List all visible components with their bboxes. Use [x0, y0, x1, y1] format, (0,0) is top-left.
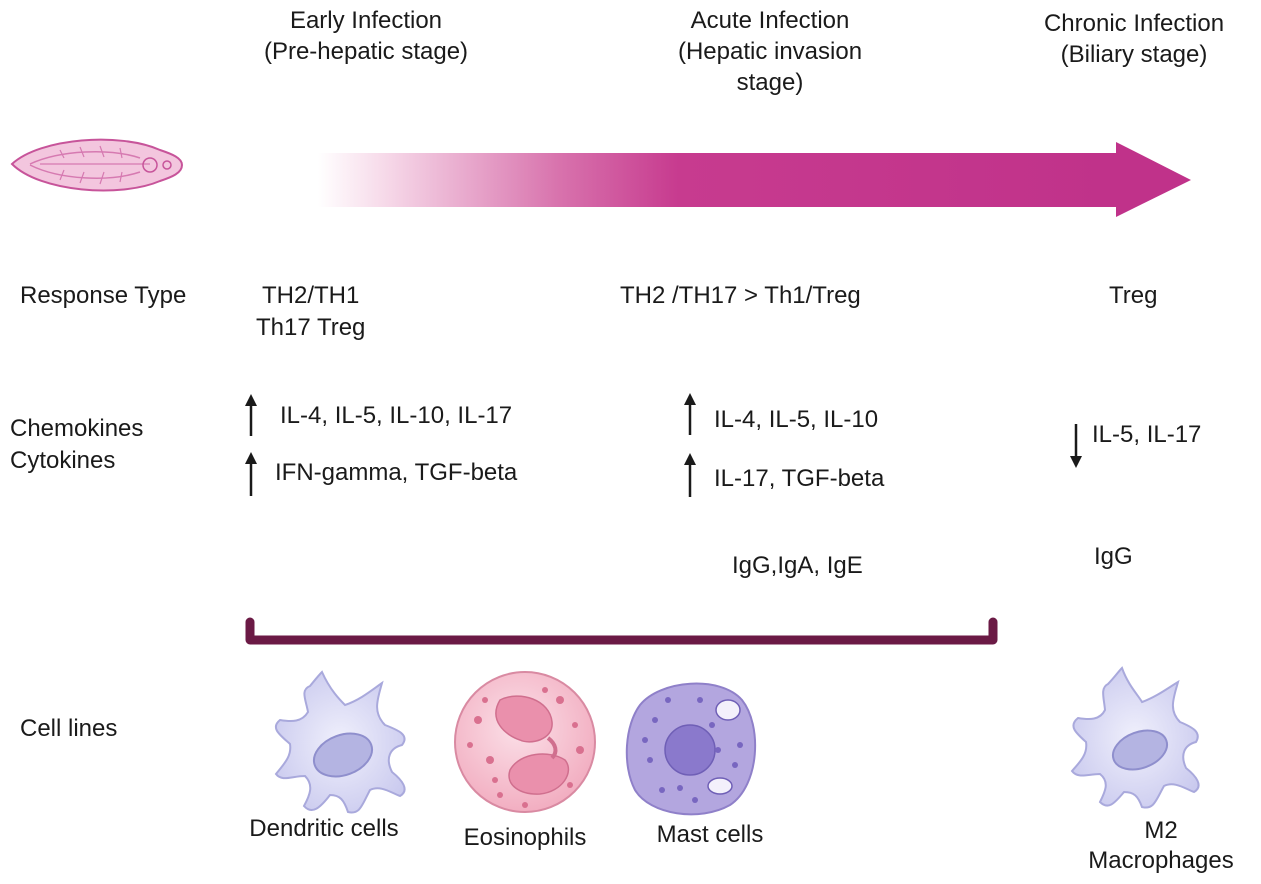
- chemokines-label: Chemokines: [10, 415, 144, 442]
- down-arrow-icon: [1070, 424, 1082, 468]
- acute-cytokines-1: IL-4, IL-5, IL-10: [714, 406, 879, 433]
- response-early-line1: TH2/TH1: [262, 282, 360, 309]
- mast-cells-label: Mast cells: [656, 821, 764, 848]
- early-cytokines-2: IFN-gamma, TGF-beta: [275, 459, 518, 486]
- response-type-label: Response Type: [20, 282, 187, 309]
- up-arrow-icon: [684, 393, 696, 435]
- eosinophils-label: Eosinophils: [463, 824, 587, 851]
- response-acute: TH2 /TH17 > Th1/Treg: [620, 282, 861, 309]
- chronic-antibodies: IgG: [1094, 543, 1133, 570]
- progression-arrow: [318, 142, 1191, 217]
- up-arrow-icon: [684, 453, 696, 497]
- response-chronic: Treg: [1109, 282, 1158, 309]
- up-arrow-icon: [245, 452, 257, 496]
- stage-bracket: [245, 617, 998, 645]
- response-early-line2: Th17 Treg: [256, 314, 366, 341]
- mast-cell-icon: [625, 682, 757, 816]
- liver-fluke-icon: [10, 138, 184, 192]
- dendritic-cells-label: Dendritic cells: [249, 815, 399, 842]
- chronic-cytokines: IL-5, IL-17: [1092, 421, 1202, 448]
- early-cytokines-1: IL-4, IL-5, IL-10, IL-17: [280, 402, 513, 429]
- m2-macrophages-label: M2 Macrophages: [1088, 817, 1234, 874]
- up-arrow-icon: [245, 394, 257, 436]
- cell-lines-label: Cell lines: [20, 715, 118, 742]
- stage-chronic-label: Chronic Infection (Biliary stage): [1043, 10, 1225, 68]
- dendritic-cell-icon: [274, 670, 406, 814]
- eosinophil-icon: [454, 671, 596, 813]
- macrophage-icon: [1070, 666, 1200, 809]
- cytokines-label: Cytokines: [10, 447, 116, 474]
- acute-antibodies: IgG,IgA, IgE: [732, 552, 863, 579]
- stage-early-label: Early Infection (Pre-hepatic stage): [263, 7, 469, 65]
- stage-acute-label: Acute Infection (Hepatic invasion stage): [677, 7, 863, 96]
- acute-cytokines-2: IL-17, TGF-beta: [714, 465, 885, 492]
